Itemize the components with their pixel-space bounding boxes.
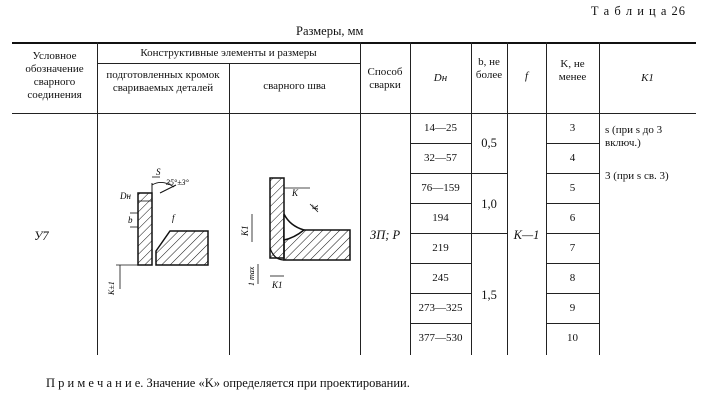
k-value: 10 [567,332,578,344]
k-value: 6 [569,212,576,224]
k1-value: s (при s до 3 включ.) [605,124,663,149]
label-dn: Dн [119,191,131,201]
pipe-wall [155,230,209,266]
method-value: ЗП; Р [370,228,401,242]
header-method: Способ сварки [367,66,403,91]
table-note: П р и м е ч а н и е. Значение «K» опреде… [46,376,410,390]
subheader-rule [97,63,360,64]
label-angle: 35°±3° [165,178,190,187]
table-header-rule [12,113,696,114]
header-f: f [524,70,529,82]
label-f: f [172,213,176,223]
b-value: 1,0 [481,197,497,211]
prepared-edges-drawing: Dн S 35°±3° b f K±1 [107,167,209,296]
header-prepared-edges: подготовленных кромок свариваемых детале… [106,69,220,94]
vertical-plate [269,177,285,259]
dn-value: 245 [432,272,449,284]
dn-value: 76—159 [421,182,460,194]
header-b: b, не более [475,56,503,81]
label-k-top: K [291,188,299,198]
b-value: 1,5 [481,288,497,302]
units-caption: Размеры, мм [296,24,364,38]
header-weld-seam: сварного шва [263,80,326,92]
table-label: Т а б л и ц а 26 [590,4,686,18]
dn-value: 194 [432,212,449,224]
header-designation: Условное обозначение сварного соединения [25,50,84,101]
weld-seam-drawing: K K K1 1 max K1 [240,177,351,290]
dn-value: 219 [432,242,449,254]
label-k-tol: K±1 [107,281,116,296]
header-dn: Dн [433,72,448,84]
k-value: 5 [569,182,576,194]
header-k1: K1 [641,72,654,84]
header-constructive: Конструктивные элементы и размеры [140,47,317,59]
dn-value: 377—530 [418,332,463,344]
k-value: 3 [569,122,576,134]
dn-value: 32—57 [424,152,457,164]
dn-value: 273—325 [418,302,463,314]
f-value: K—1 [513,228,540,242]
k-value: 7 [569,242,576,254]
k-value: 4 [569,152,576,164]
label-k-side: K [311,204,320,211]
label-k1-side: K1 [240,225,250,237]
label-1max: 1 max [247,266,256,286]
label-b: b [128,215,133,225]
designation-value: У7 [34,229,49,243]
table-top-rule [12,42,696,44]
weld-bead [283,213,306,241]
vertical-plate [137,192,153,266]
dn-value: 14—25 [424,122,457,134]
k-value: 8 [569,272,576,284]
header-k: K, не менее [558,58,587,83]
label-k1-bottom: K1 [271,280,283,290]
label-s: S [156,167,161,177]
k1-value: 3 (при s св. 3) [605,170,669,182]
k-value: 9 [569,302,576,314]
pipe-wall [283,229,351,261]
b-value: 0,5 [481,136,497,150]
